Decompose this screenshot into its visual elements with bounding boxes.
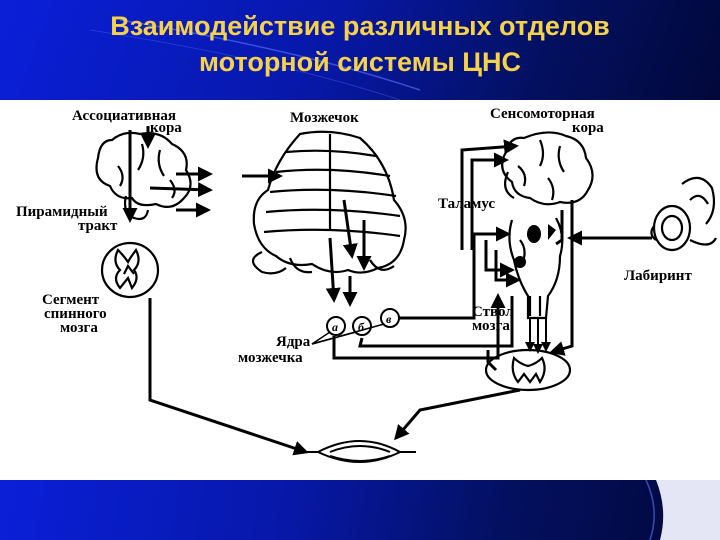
header-swoosh-decoration	[89, 19, 421, 100]
pyramidal-label-2: тракт	[78, 218, 118, 234]
nucleus-a-circle	[326, 316, 346, 336]
segment-label-1: Сегмент	[42, 292, 100, 308]
nuclei-pointer-lines	[311, 323, 385, 345]
brainstem-label-2: мозга	[472, 318, 510, 334]
nucleus-c-label: в	[386, 312, 392, 326]
nucleus-b-label: б	[358, 320, 365, 334]
nuclei-label-2: мозжечка	[238, 350, 303, 366]
slide-footer	[0, 480, 720, 540]
nucleus-b-circle	[352, 316, 372, 336]
labyrinth-shape	[650, 176, 717, 252]
assoc-cortex-label-1: Ассоциативная	[72, 108, 176, 124]
thalamus-nuclei	[514, 224, 556, 268]
slide-header: Взаимодействие различных отделов моторно…	[0, 0, 720, 100]
pyramidal-label-1: Пирамидный	[16, 204, 108, 220]
segment-label-3: мозга	[60, 320, 98, 336]
association-cortex-brain	[95, 131, 192, 221]
thalamus-label: Таламус	[438, 196, 495, 212]
title-line-2: моторной системы ЦНС	[199, 47, 521, 77]
title-line-1: Взаимодействие различных отделов	[110, 11, 610, 41]
sensorimotor-label-2: кора	[572, 120, 604, 136]
labyrinth-label: Лабиринт	[624, 268, 692, 284]
segment-label-2: спинного	[44, 306, 107, 322]
nucleus-c-circle	[380, 308, 400, 328]
sensorimotor-cortex-brain	[501, 131, 594, 206]
cerebellum-label: Мозжечок	[290, 110, 359, 126]
cerebellar-nuclei	[326, 308, 400, 336]
cerebellum-shape	[251, 130, 407, 275]
slide-title: Взаимодействие различных отделов моторно…	[0, 8, 720, 80]
sensorimotor-label-1: Сенсомоторная	[490, 106, 595, 122]
muscle-shape	[304, 440, 416, 463]
pathway-arrows	[122, 126, 652, 456]
assoc-cortex-label-2: кора	[150, 120, 182, 136]
motor-system-diagram: Ассоциативная кора Мозжечок Сенсомоторна…	[16, 106, 717, 463]
nuclei-label-1: Ядра	[276, 334, 311, 350]
brainstem-label-1: Ствол	[472, 304, 514, 320]
nucleus-a-label: а	[332, 320, 338, 334]
footer-swoosh-decoration	[645, 480, 720, 540]
brainstem-descending-fibers	[525, 318, 551, 354]
diagram-panel: Ассоциативная кора Мозжечок Сенсомоторна…	[0, 100, 720, 480]
spinal-segment-left	[100, 241, 160, 299]
